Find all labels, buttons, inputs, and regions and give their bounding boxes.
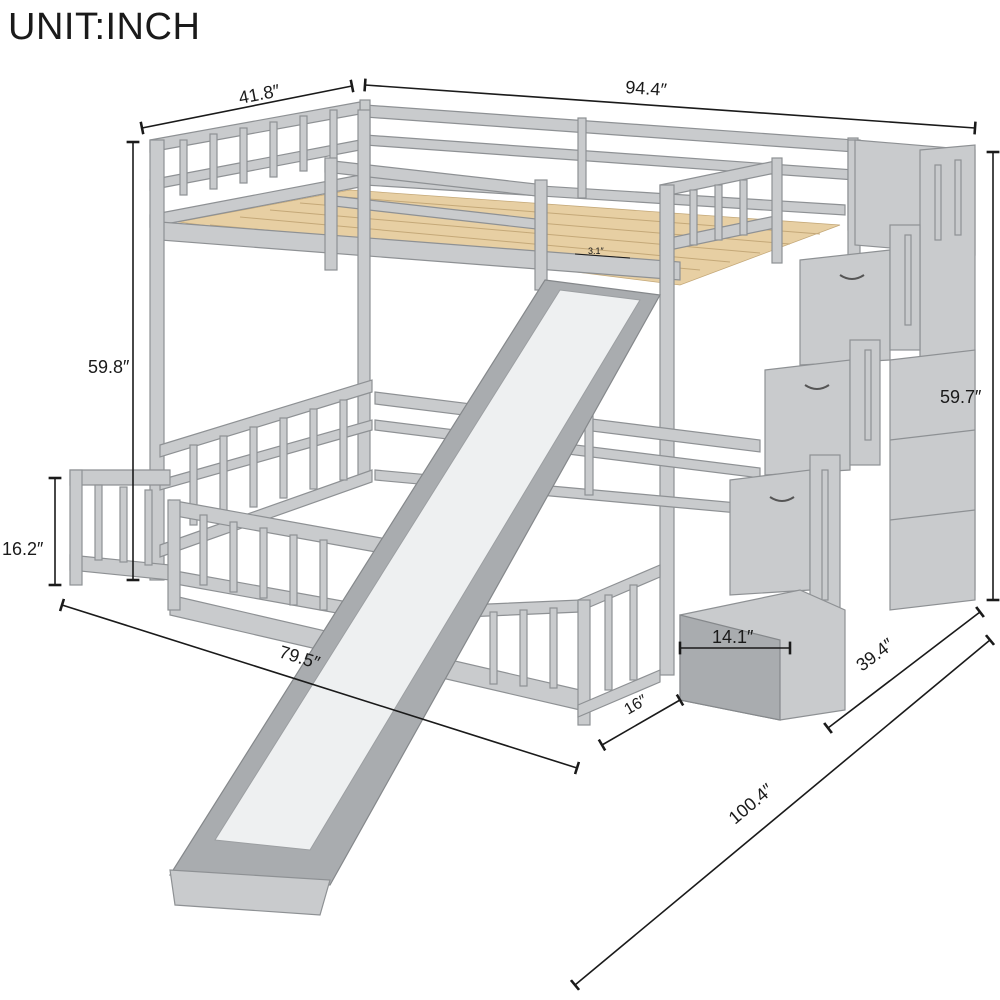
label-upper-height: 59.8″ bbox=[88, 357, 130, 377]
dim-line-lower-bed-length bbox=[58, 598, 581, 775]
upper-front-rail bbox=[159, 157, 783, 291]
label-total-length: 94.4″ bbox=[625, 77, 668, 100]
label-stairs-depth: 39.4″ bbox=[852, 634, 898, 675]
dim-line-total-length bbox=[363, 78, 977, 135]
label-overall-diagonal: 100.4″ bbox=[725, 779, 778, 828]
dim-line-top-width bbox=[139, 79, 355, 135]
dim-line-slat-gap bbox=[574, 253, 631, 259]
label-lower-rail-height: 16.2″ bbox=[2, 539, 44, 559]
unit-label: UNIT:INCH bbox=[8, 6, 201, 48]
label-top-width: 41.8″ bbox=[237, 80, 282, 108]
label-stairs-height: 59.7″ bbox=[940, 387, 982, 407]
dimension-lines bbox=[48, 78, 1000, 991]
bunk-bed-illustration bbox=[69, 99, 976, 916]
lower-left-end bbox=[159, 379, 373, 558]
dim-line-overall-diagonal bbox=[569, 634, 996, 991]
label-slat-gap: 3.1″ bbox=[588, 246, 605, 256]
label-step-width: 14.1″ bbox=[712, 627, 754, 647]
